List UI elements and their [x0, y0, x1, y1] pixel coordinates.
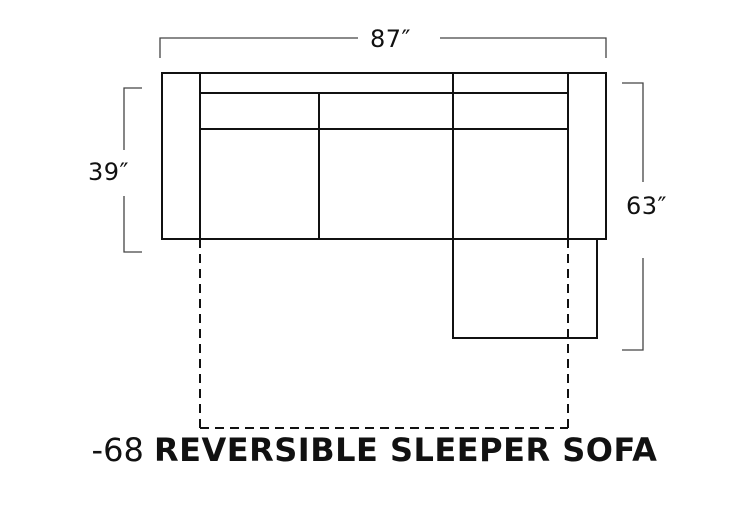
- product-name: REVERSIBLE SLEEPER SOFA: [153, 431, 658, 469]
- product-code: -68: [91, 431, 144, 469]
- sofa-outline: [161, 72, 607, 339]
- chaise-depth-guide: [622, 82, 644, 351]
- depth-label: 39″: [88, 158, 130, 186]
- chaise-depth-label: 63″: [626, 192, 668, 220]
- sofa-body: [161, 72, 607, 240]
- sleeper-extension: [199, 238, 569, 429]
- width-guide: [159, 37, 607, 58]
- chaise-outline: [452, 129, 598, 339]
- product-caption: -68 REVERSIBLE SLEEPER SOFA: [0, 434, 749, 466]
- depth-guide: [123, 87, 142, 253]
- width-label: 87″: [370, 25, 412, 53]
